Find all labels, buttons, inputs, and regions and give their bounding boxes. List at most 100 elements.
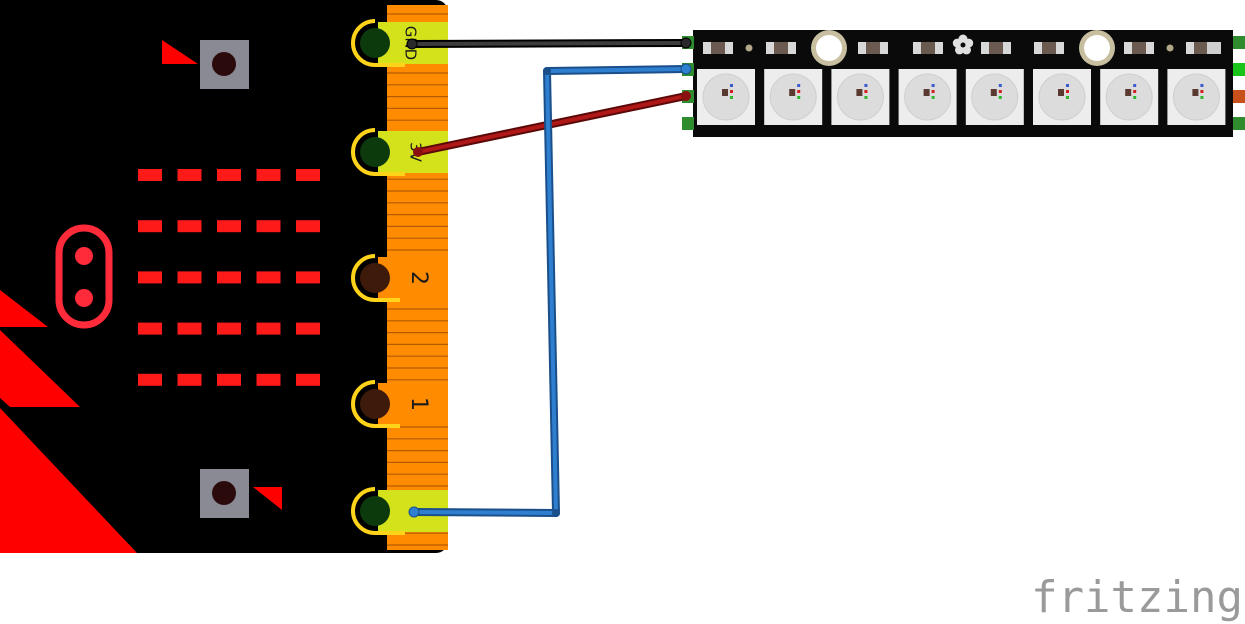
smd-capacitor [766, 42, 796, 54]
led-pixel [256, 220, 281, 233]
wire-data[interactable] [408, 63, 692, 518]
smd-pad [1207, 42, 1221, 54]
stick-left-pads [682, 36, 694, 130]
wire-data-end-stick [680, 63, 692, 75]
smd-capacitor [1124, 42, 1154, 54]
smd-cap-center [989, 42, 1003, 54]
fritzing-watermark: fritzing [1031, 572, 1243, 623]
flower-center [960, 42, 966, 48]
neopixel-red [864, 90, 868, 93]
smd-capacitor [1034, 42, 1064, 54]
red-accent-upper [0, 290, 48, 327]
led-pixel [256, 169, 281, 181]
red-accent-lower [0, 408, 137, 553]
flower-petal [962, 45, 971, 55]
pin-0-hole [360, 496, 390, 526]
led-pixel [177, 271, 202, 284]
neopixel-die [990, 89, 997, 96]
logo-dot-bottom [75, 289, 93, 307]
led-pixel [296, 271, 320, 284]
neopixel-blue [730, 84, 733, 87]
smd-cap-center [774, 42, 788, 54]
stick-right-pad-2[interactable] [1233, 63, 1245, 76]
neopixel-die [1125, 89, 1132, 96]
led-pixel [177, 220, 202, 233]
smd-cap-center [1132, 42, 1146, 54]
wire-data-bend-1 [552, 509, 560, 517]
button-b[interactable] [200, 469, 282, 518]
neopixel-lens [904, 73, 952, 121]
led-pixel [138, 271, 162, 284]
neopixel-green [730, 96, 733, 99]
led-pixel [138, 322, 162, 335]
neopixel-die [722, 89, 728, 96]
led-pixel [217, 271, 241, 284]
stick-right-pad-4[interactable] [1233, 117, 1245, 130]
led-pixel [296, 322, 320, 335]
neopixel-die [1192, 89, 1199, 96]
stick-right-pad-3[interactable] [1233, 90, 1245, 103]
smd-cap-center [866, 42, 880, 54]
button-a-cap [212, 52, 236, 76]
smd-cap-center [1194, 42, 1208, 54]
led-pixel [256, 271, 281, 284]
smd-dot [1166, 44, 1174, 52]
pin-1-ring [351, 380, 400, 428]
led-pixel [138, 169, 162, 181]
neopixel-led [764, 69, 823, 125]
led-pixel [138, 220, 162, 233]
neopixel-stick [682, 30, 1245, 137]
pin-2[interactable]: 2 [351, 254, 448, 302]
stick-pad-gnd2[interactable] [682, 117, 694, 130]
smd-dot [745, 44, 753, 52]
wires [406, 37, 692, 518]
neopixel-lens [836, 73, 884, 121]
pin-1[interactable]: 1 [351, 380, 448, 428]
neopixel-die [1058, 89, 1064, 96]
wire-gnd[interactable] [406, 37, 692, 50]
flower-petal [955, 45, 964, 55]
neopixel-die [856, 89, 863, 96]
neopixel-led [1033, 69, 1091, 125]
wire-data-bend-2 [543, 67, 551, 75]
neopixel-blue [864, 84, 868, 87]
stick-right-pad-1[interactable] [1233, 36, 1245, 49]
neopixel-lens [971, 73, 1019, 121]
neopixel-red [797, 90, 801, 93]
red-accent-middle [0, 330, 80, 407]
neopixel-lens [1038, 73, 1086, 121]
smd-capacitor [981, 42, 1011, 54]
neopixel-green [931, 96, 935, 99]
logo-outline [55, 224, 113, 329]
pin-2-label: 2 [406, 271, 431, 285]
stick-pixels [697, 69, 1226, 125]
pin-3v-hole [360, 137, 390, 167]
pin-0-ring [351, 487, 405, 535]
stick-smd-components [703, 42, 1221, 54]
mounting-hole-right-center [1084, 35, 1110, 61]
neopixel-green [1200, 96, 1204, 99]
button-a[interactable] [162, 40, 249, 89]
mounting-hole-left [811, 30, 847, 66]
mounting-hole-right [1079, 30, 1115, 66]
button-a-arrow [162, 40, 198, 64]
neopixel-red [1200, 90, 1204, 93]
led-pixel [296, 169, 320, 181]
neopixel-red [730, 90, 733, 93]
neopixel-led [697, 69, 755, 125]
neopixel-green [864, 96, 868, 99]
led-pixel [217, 220, 241, 233]
led-pixel [177, 169, 202, 181]
neopixel-led [1100, 69, 1159, 125]
led-pixel [296, 220, 320, 233]
neopixel-led [898, 69, 957, 125]
wire-gnd-end-stick [680, 37, 692, 49]
neopixel-blue [797, 84, 801, 87]
pin-gnd-hole [360, 28, 390, 58]
pin-2-hole [360, 263, 390, 293]
neopixel-lens [769, 73, 817, 121]
smd-capacitor [913, 42, 943, 54]
pin-2-ring [351, 254, 400, 302]
neopixel-lens [1172, 73, 1220, 121]
neopixel-green [797, 96, 801, 99]
